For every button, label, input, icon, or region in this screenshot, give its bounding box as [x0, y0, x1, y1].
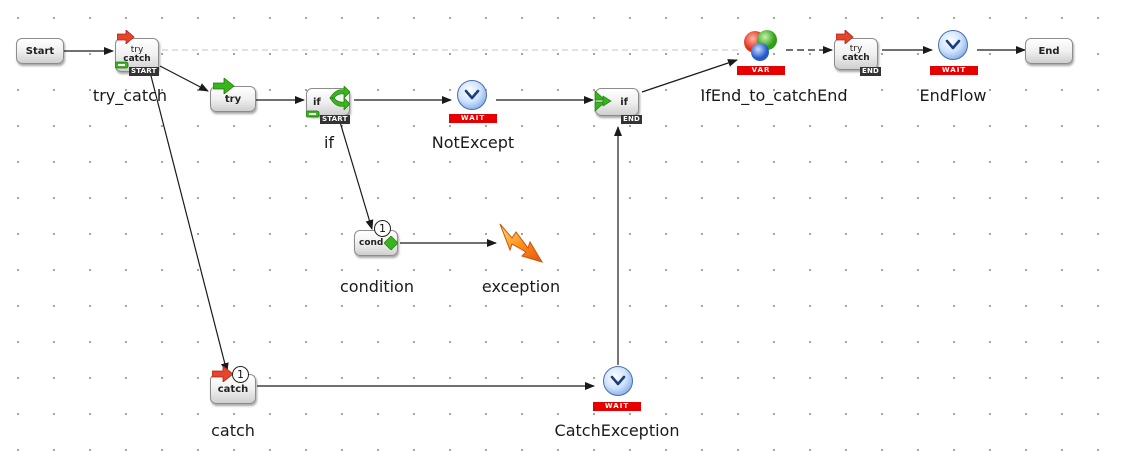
try-node[interactable]: try — [208, 78, 258, 116]
exception-caption: exception — [481, 277, 561, 296]
if-caption: if — [323, 133, 335, 152]
catch-exception-caption: CatchException — [554, 421, 680, 440]
var-node[interactable]: VAR — [737, 26, 787, 78]
edge-ifend-var — [641, 59, 738, 93]
catch-node[interactable]: catch 1 — [208, 364, 260, 408]
var-bar: VAR — [737, 66, 785, 75]
diamond-icon — [384, 236, 398, 250]
catch-caption: catch — [211, 421, 255, 440]
red-arrow-icon — [212, 366, 234, 382]
if-start-node[interactable]: if START — [304, 84, 356, 124]
wait-bar: WAIT — [593, 402, 641, 411]
start-label: Start — [25, 45, 55, 57]
clock-icon — [603, 366, 633, 396]
condition-node[interactable]: cond 1 — [352, 220, 402, 260]
try-catch-end-icon: try catch — [834, 38, 878, 70]
not-except-node[interactable]: WAIT — [449, 80, 499, 124]
order-badge: 1 — [232, 366, 249, 383]
edge-trycatch-catch — [149, 71, 229, 373]
try-catch-end-node[interactable]: try catch END — [832, 30, 884, 78]
start-tag: START — [320, 115, 350, 124]
try-catch-caption: try_catch — [92, 86, 168, 105]
end-node[interactable]: End — [1025, 38, 1073, 64]
start-node[interactable]: Start — [16, 38, 64, 64]
clock-icon — [457, 80, 487, 110]
try-catch-start-node[interactable]: try catch START — [113, 30, 163, 76]
wait-bar: WAIT — [449, 114, 497, 123]
edge-if-condition — [339, 121, 374, 230]
green-arrow-icon — [213, 78, 235, 94]
merge-arrow-icon — [594, 91, 612, 112]
start-tag: START — [129, 67, 159, 76]
edge-trycatch-try — [159, 65, 209, 92]
lightning-exception-icon — [499, 223, 544, 263]
end-tag: END — [860, 67, 882, 76]
green-bar-icon — [115, 61, 129, 69]
not-except-caption: NotExcept — [431, 133, 515, 152]
catch-exception-node[interactable]: WAIT — [592, 366, 642, 414]
catch-icon: catch — [210, 374, 256, 404]
end-flow-node[interactable]: WAIT — [929, 30, 979, 76]
red-arrow-icon — [836, 30, 854, 44]
end-label: End — [1038, 45, 1060, 57]
clock-icon — [938, 30, 968, 60]
wait-bar: WAIT — [930, 66, 978, 75]
order-badge: 1 — [374, 220, 391, 237]
var-circles-icon — [744, 30, 777, 61]
end-flow-caption: EndFlow — [919, 86, 987, 105]
branch-arrow-icon — [329, 86, 350, 110]
if-end-node[interactable]: if END — [593, 84, 645, 124]
ifend-to-catchend-caption: IfEnd_to_catchEnd — [700, 86, 848, 105]
exception-node[interactable] — [496, 222, 544, 268]
end-tag: END — [621, 115, 643, 124]
condition-caption: condition — [340, 277, 414, 296]
try-icon: try — [210, 86, 256, 112]
green-bar-icon — [306, 110, 320, 118]
red-arrow-icon — [117, 30, 135, 44]
